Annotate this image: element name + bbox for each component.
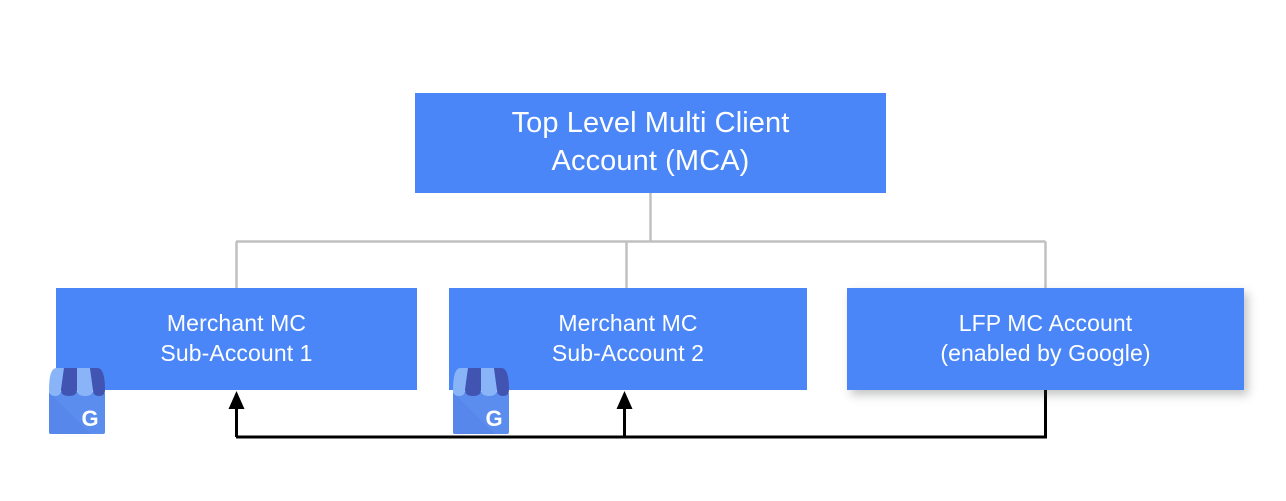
node-top-level-mca[interactable]: Top Level Multi Client Account (MCA): [415, 93, 886, 193]
google-business-profile-storefront-icon: G: [49, 368, 105, 434]
node-lfp-mc-account[interactable]: LFP MC Account (enabled by Google): [847, 288, 1244, 390]
tree-connectors: [235, 193, 1047, 288]
svg-text:G: G: [485, 406, 502, 431]
feed-arrowhead-sub1: [228, 391, 245, 409]
google-business-profile-storefront-icon: G: [453, 368, 509, 434]
svg-text:G: G: [81, 406, 98, 431]
node-merchant-sub-account-2[interactable]: Merchant MC Sub-Account 2: [449, 288, 807, 390]
node-merchant-sub-account-1[interactable]: Merchant MC Sub-Account 1: [56, 288, 417, 390]
feed-arrowhead-sub2: [616, 391, 633, 409]
feed-arrow-connectors: [235, 390, 1047, 439]
